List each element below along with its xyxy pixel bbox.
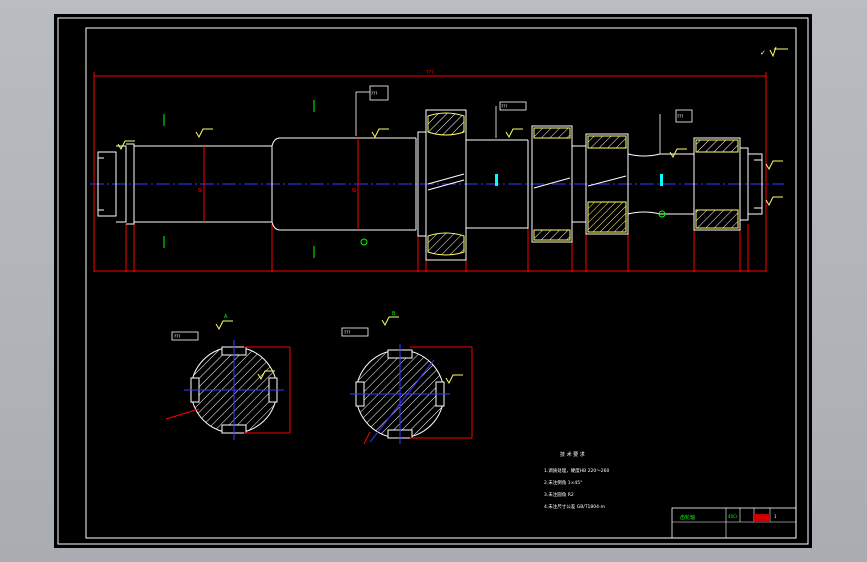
svg-text:???: ??? [426, 70, 434, 76]
left-end [97, 151, 117, 217]
part-name: 齿轮轴 [680, 514, 695, 521]
inner-border [85, 27, 797, 539]
title-block: 齿轮轴 40Cr 1 [671, 507, 797, 539]
svg-text:A: A [224, 314, 228, 320]
gear-3 [585, 133, 629, 235]
general-roughness-note: ✓ [760, 46, 788, 58]
gear-2 [531, 125, 573, 243]
svg-text:???: ??? [344, 330, 350, 335]
tech-req-line: 2.未注倒角 1×45° [544, 479, 582, 486]
tech-req-line: 1.调质处理，硬度HB 220～260 [544, 467, 610, 474]
tech-req-heading: 技 术 要 求 [560, 451, 585, 458]
material: 40Cr [728, 514, 738, 519]
fcf-2 [499, 101, 527, 111]
shaft-main-view: ??? [90, 70, 784, 272]
svg-text:???: ??? [677, 114, 683, 119]
svg-text:B: B [392, 311, 396, 317]
section-view-a: ??? A [165, 314, 291, 440]
svg-text:Ø: Ø [197, 188, 204, 192]
shaft-section-2 [466, 139, 528, 229]
svg-text:???: ??? [371, 91, 377, 96]
svg-text:✓: ✓ [760, 49, 766, 57]
right-end [747, 153, 763, 215]
fcf-3 [675, 109, 693, 123]
shaft-section-1 [134, 145, 272, 223]
drawing-canvas: ✓ ??? [57, 17, 809, 545]
svg-text:Ø: Ø [351, 188, 358, 192]
tech-req-line: 4.未注尺寸公差 GB/T1804-m [544, 503, 605, 510]
tech-req-line: 3.未注圆角 R2 [544, 491, 574, 498]
outer-border [57, 17, 809, 545]
gear-4 [693, 137, 741, 231]
drawing-sheet[interactable]: ✓ ??? [54, 14, 812, 548]
quantity: 1 [774, 514, 777, 519]
svg-text:???: ??? [501, 104, 507, 109]
section-view-b: ??? B [341, 311, 473, 445]
fcf-1 [369, 85, 389, 101]
technical-requirements: 技 术 要 求 1.调质处理，硬度HB 220～260 2.未注倒角 1×45°… [544, 451, 610, 510]
svg-text:???: ??? [174, 334, 180, 339]
